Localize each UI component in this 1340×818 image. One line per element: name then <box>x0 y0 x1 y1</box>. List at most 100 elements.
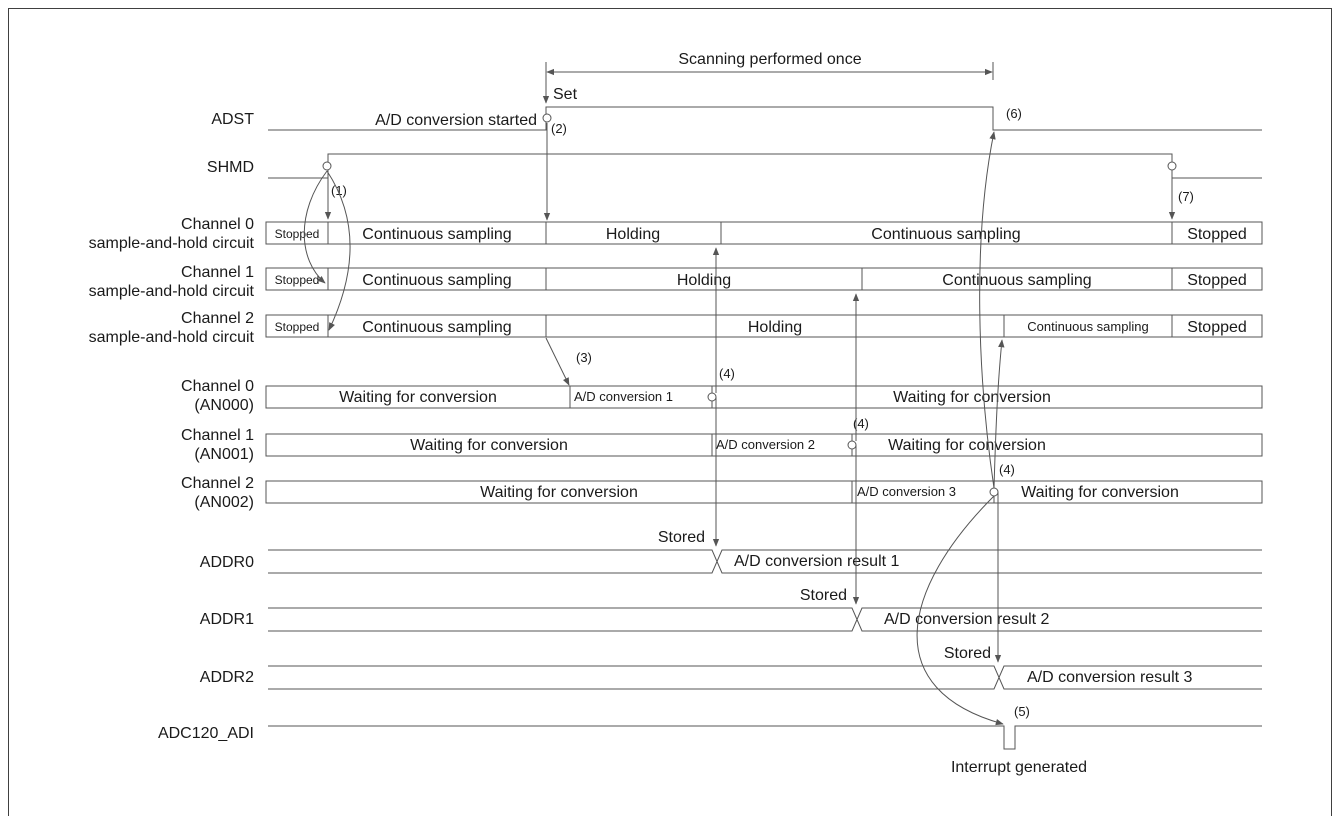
ch0-an-row: Waiting for conversion A/D conversion 1 … <box>265 350 1263 409</box>
ch0-an-bar <box>265 385 1263 409</box>
adi-waveform: (5) Interrupt generated <box>268 704 1262 776</box>
ch1-sh-bar <box>265 267 1263 291</box>
marker-4b: (4) <box>853 416 869 431</box>
ch1-an-label-line1: Channel 1 <box>181 427 254 444</box>
ch2-an-waiting-1: Waiting for conversion <box>480 484 638 501</box>
diagram-frame <box>8 8 1332 816</box>
ch0-an-label-line2: (AN000) <box>194 397 254 414</box>
ch2-an-node <box>989 487 999 497</box>
ch2-sh-holding: Holding <box>748 319 802 336</box>
ch0-an-node <box>707 392 717 402</box>
ch2-sh-stopped-2: Stopped <box>1187 319 1247 336</box>
ch1-sh-cont-1: Continuous sampling <box>362 272 511 289</box>
signal-labels: ADST SHMD Channel 0 sample-and-hold circ… <box>89 111 255 742</box>
ch2-sh-label-line2: sample-and-hold circuit <box>89 329 255 346</box>
ch1-an-waiting-1: Waiting for conversion <box>410 437 568 454</box>
ch2-an-bar <box>265 480 1263 504</box>
ch2-sh-row: Stopped Continuous sampling Holding Cont… <box>265 314 1263 338</box>
addr0-bus: Stored A/D conversion result 1 <box>268 529 1262 574</box>
adst-waveform: Set A/D conversion started (2) (6) <box>268 80 1262 136</box>
addr0-label: ADDR0 <box>200 554 254 571</box>
ch1-sh-cont-2: Continuous sampling <box>942 272 1091 289</box>
shmd-waveform: (1) (7) <box>268 153 1262 204</box>
ch2-sh-label-line1: Channel 2 <box>181 310 254 327</box>
ch2-an-conv3: A/D conversion 3 <box>857 484 956 499</box>
addr0-result: A/D conversion result 1 <box>734 553 900 570</box>
arrow-shmd-ch1 <box>303 170 328 284</box>
addr2-stored: Stored <box>944 645 991 662</box>
addr1-trace-b <box>268 607 1262 632</box>
ch2-an-waiting-2: Waiting for conversion <box>1021 484 1179 501</box>
arrow-hold-to-conv1 <box>545 337 570 386</box>
ch1-an-node <box>847 440 857 450</box>
addr0-trace-b <box>268 549 1262 574</box>
addr0-stored: Stored <box>658 529 705 546</box>
ch2-sh-cont-2: Continuous sampling <box>1027 319 1148 334</box>
ch0-sh-bar <box>265 221 1263 245</box>
addr1-label: ADDR1 <box>200 611 254 628</box>
ch0-an-conv1: A/D conversion 1 <box>574 389 673 404</box>
arrow-conv3-to-interrupt <box>916 495 1004 726</box>
ch1-sh-stopped-1: Stopped <box>275 273 320 287</box>
shmd-label: SHMD <box>207 159 254 176</box>
ch0-sh-row: Stopped Continuous sampling Holding Cont… <box>265 221 1263 245</box>
ch2-sh-stopped-1: Stopped <box>275 320 320 334</box>
marker-4c: (4) <box>999 462 1015 477</box>
interrupt-label: Interrupt generated <box>951 759 1087 776</box>
ch1-sh-holding: Holding <box>677 272 731 289</box>
addr2-result: A/D conversion result 3 <box>1027 669 1193 686</box>
adi-trace <box>268 725 1262 750</box>
ch2-an-label-line2: (AN002) <box>194 494 254 511</box>
marker-7: (7) <box>1178 189 1194 204</box>
ch1-an-waiting-2: Waiting for conversion <box>888 437 1046 454</box>
addr1-stored: Stored <box>800 587 847 604</box>
ch0-sh-label-line2: sample-and-hold circuit <box>89 235 255 252</box>
ch0-sh-label-line1: Channel 0 <box>181 216 254 233</box>
ch2-an-row: Waiting for conversion A/D conversion 3 … <box>265 462 1263 504</box>
ch1-an-bar <box>265 433 1263 457</box>
ch0-sh-stopped-1: Stopped <box>275 227 320 241</box>
addr2-bus: Stored A/D conversion result 3 <box>268 645 1262 690</box>
shmd-node-left <box>322 161 332 171</box>
ch2-sh-cont-1: Continuous sampling <box>362 319 511 336</box>
ch0-sh-cont-2: Continuous sampling <box>871 226 1020 243</box>
set-label: Set <box>553 86 578 103</box>
conv-started-label: A/D conversion started <box>375 112 537 129</box>
marker-4a: (4) <box>719 366 735 381</box>
marker-3: (3) <box>576 350 592 365</box>
ch0-an-waiting-2: Waiting for conversion <box>893 389 1051 406</box>
marker-2: (2) <box>551 121 567 136</box>
marker-5: (5) <box>1014 704 1030 719</box>
addr1-trace-a <box>268 607 1262 632</box>
adst-trace <box>268 106 1262 131</box>
arrow-shmd-ch2 <box>326 170 351 331</box>
adst-label: ADST <box>211 111 254 128</box>
addr1-bus: Stored A/D conversion result 2 <box>268 587 1262 632</box>
ch1-sh-label-line2: sample-and-hold circuit <box>89 283 255 300</box>
arrow-conv3-to-adst <box>979 131 996 489</box>
shmd-node-right <box>1167 161 1177 171</box>
adst-node <box>542 113 552 123</box>
scan-once-label: Scanning performed once <box>678 51 861 68</box>
ch1-an-conv2: A/D conversion 2 <box>716 437 815 452</box>
arrow-conv3-to-ch2-sampling <box>993 339 1005 489</box>
addr2-label: ADDR2 <box>200 669 254 686</box>
ch2-an-label-line1: Channel 2 <box>181 475 254 492</box>
ch1-sh-row: Stopped Continuous sampling Holding Cont… <box>265 267 1263 291</box>
ch0-sh-holding: Holding <box>606 226 660 243</box>
ch0-an-waiting-1: Waiting for conversion <box>339 389 497 406</box>
addr2-trace-b <box>268 665 1262 690</box>
adi-label: ADC120_ADI <box>158 725 254 742</box>
ch0-sh-cont-1: Continuous sampling <box>362 226 511 243</box>
shmd-trace <box>268 153 1262 179</box>
marker-6: (6) <box>1006 106 1022 121</box>
ch0-an-label-line1: Channel 0 <box>181 378 254 395</box>
scan-span: Scanning performed once <box>545 51 994 80</box>
addr1-result: A/D conversion result 2 <box>884 611 1050 628</box>
ch2-sh-bar <box>265 314 1263 338</box>
ch0-sh-stopped-2: Stopped <box>1187 226 1247 243</box>
ch1-sh-label-line1: Channel 1 <box>181 264 254 281</box>
ch1-an-label-line2: (AN001) <box>194 446 254 463</box>
causal-arrows <box>303 123 1176 726</box>
